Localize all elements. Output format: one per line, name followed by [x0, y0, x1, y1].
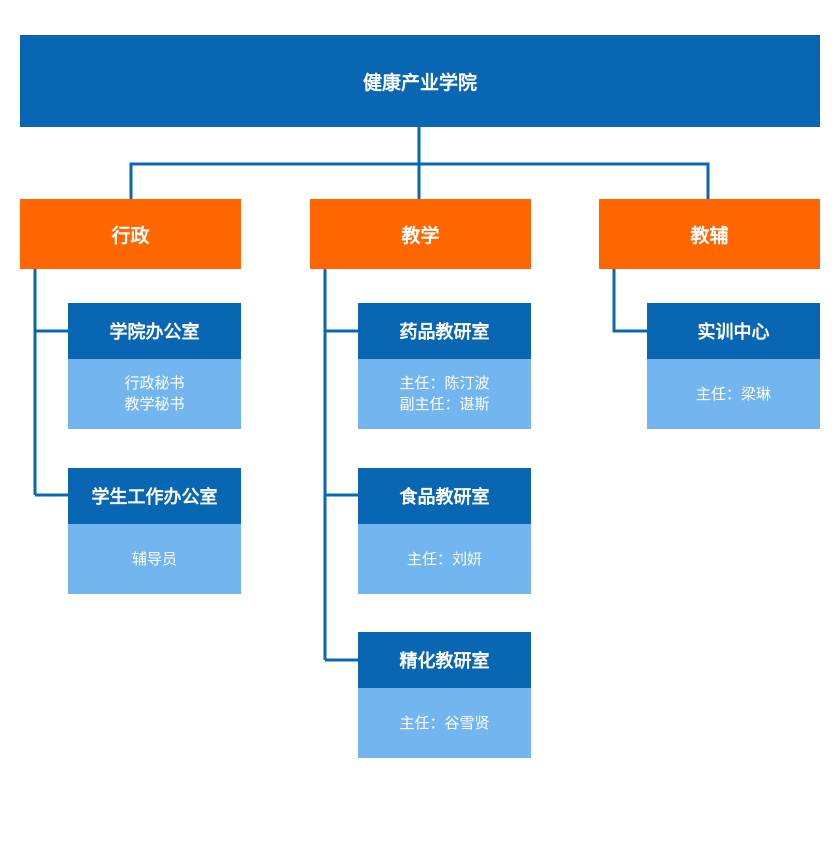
root-node: 健康产业学院 — [20, 35, 820, 127]
branch-node-teaching-label: 教学 — [401, 224, 440, 247]
unit-title: 学生工作办公室 — [91, 487, 218, 508]
unit-title: 药品教研室 — [399, 322, 490, 343]
unit-student-affairs-office: 学生工作办公室 辅导员 — [68, 468, 241, 594]
unit-title: 精化教研室 — [399, 651, 490, 672]
unit-fine-chem-teaching-office: 精化教研室 主任：谷雪贤 — [358, 632, 531, 758]
unit-staff-panel: 主任：陈汀波 副主任：谌斯 — [358, 359, 531, 429]
unit-training-center: 实训中心 主任：梁琳 — [647, 303, 820, 429]
branch-node-teaching: 教学 — [310, 199, 531, 269]
unit-header: 学生工作办公室 — [68, 468, 241, 524]
unit-header: 食品教研室 — [358, 468, 531, 524]
branch-node-support: 教辅 — [599, 199, 820, 269]
unit-title: 实训中心 — [697, 322, 770, 343]
root-node-label: 健康产业学院 — [362, 71, 477, 94]
branch-node-support-label: 教辅 — [690, 224, 729, 247]
unit-staff-line: 主任：陈汀波 — [399, 374, 490, 392]
support-connector — [612, 269, 647, 333]
unit-staff-line: 主任：梁琳 — [695, 384, 771, 403]
unit-header: 实训中心 — [647, 303, 820, 359]
unit-staff-panel: 行政秘书 教学秘书 — [68, 359, 241, 429]
unit-staff-panel: 主任：谷雪贤 — [358, 688, 531, 758]
unit-pharma-teaching-office: 药品教研室 主任：陈汀波 副主任：谌斯 — [358, 303, 531, 429]
unit-college-office: 学院办公室 行政秘书 教学秘书 — [68, 303, 241, 429]
unit-staff-panel: 辅导员 — [68, 524, 241, 594]
unit-staff-line: 行政秘书 — [124, 374, 185, 392]
unit-food-teaching-office: 食品教研室 主任：刘妍 — [358, 468, 531, 594]
unit-staff-line: 教学秘书 — [124, 395, 185, 413]
unit-staff-line: 副主任：谌斯 — [399, 395, 490, 413]
unit-header: 学院办公室 — [68, 303, 241, 359]
unit-header: 药品教研室 — [358, 303, 531, 359]
unit-staff-line: 主任：谷雪贤 — [399, 713, 490, 732]
unit-staff-panel: 主任：刘妍 — [358, 524, 531, 594]
unit-staff-line: 主任：刘妍 — [406, 549, 482, 568]
unit-staff-panel: 主任：梁琳 — [647, 359, 820, 429]
branch-node-admin-label: 行政 — [111, 224, 150, 247]
unit-header: 精化教研室 — [358, 632, 531, 688]
branch-node-admin: 行政 — [20, 199, 241, 269]
unit-title: 食品教研室 — [399, 487, 490, 508]
unit-title: 学院办公室 — [109, 322, 200, 343]
unit-staff-line: 辅导员 — [131, 549, 177, 568]
